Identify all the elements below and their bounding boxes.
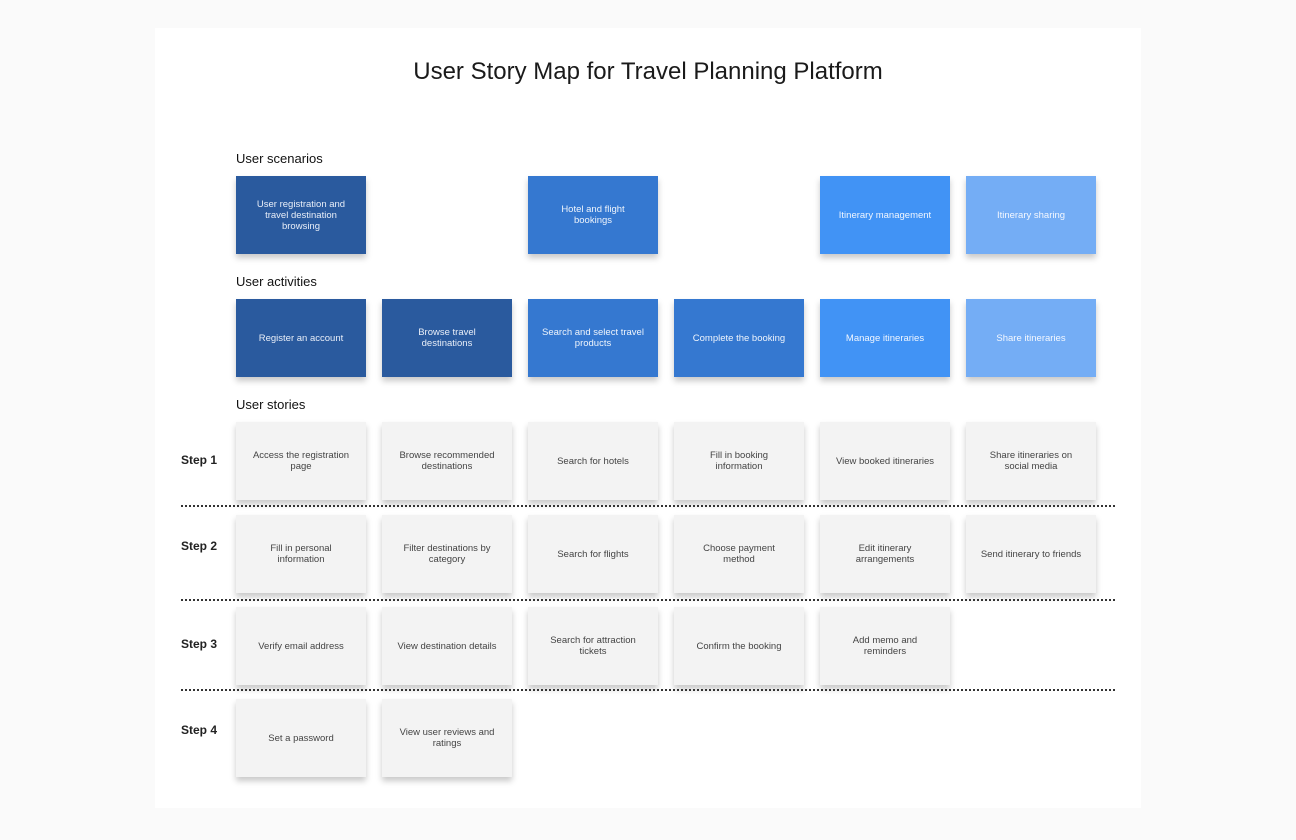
story-card[interactable]: Fill in booking information xyxy=(674,422,804,500)
story-card[interactable]: Browse recommended destinations xyxy=(382,422,512,500)
step-divider xyxy=(181,689,1115,691)
story-card[interactable]: Share itineraries on social media xyxy=(966,422,1096,500)
story-card[interactable]: Fill in personal information xyxy=(236,515,366,593)
activity-card[interactable]: Complete the booking xyxy=(674,299,804,377)
section-label-stories: User stories xyxy=(236,397,306,412)
scenario-card[interactable]: User registration and travel destination… xyxy=(236,176,366,254)
story-card[interactable]: Confirm the booking xyxy=(674,607,804,685)
step-divider xyxy=(181,599,1115,601)
scenario-card[interactable]: Itinerary management xyxy=(820,176,950,254)
section-label-scenarios: User scenarios xyxy=(236,151,323,166)
step-label: Step 1 xyxy=(181,453,218,467)
step-divider xyxy=(181,505,1115,507)
story-card[interactable]: Filter destinations by category xyxy=(382,515,512,593)
story-card[interactable]: Add memo and reminders xyxy=(820,607,950,685)
section-label-activities: User activities xyxy=(236,274,317,289)
story-card[interactable]: Set a password xyxy=(236,699,366,777)
activity-card[interactable]: Search and select travel products xyxy=(528,299,658,377)
story-card[interactable]: Choose payment method xyxy=(674,515,804,593)
story-card[interactable]: View booked itineraries xyxy=(820,422,950,500)
scenario-card[interactable]: Hotel and flight bookings xyxy=(528,176,658,254)
step-label: Step 4 xyxy=(181,723,218,737)
activity-card[interactable]: Browse travel destinations xyxy=(382,299,512,377)
step-label: Step 2 xyxy=(181,539,218,553)
activity-card[interactable]: Share itineraries xyxy=(966,299,1096,377)
story-map-canvas xyxy=(155,28,1141,808)
story-card[interactable]: Send itinerary to friends xyxy=(966,515,1096,593)
story-card[interactable]: Edit itinerary arrangements xyxy=(820,515,950,593)
page-title: User Story Map for Travel Planning Platf… xyxy=(413,58,883,85)
story-card[interactable]: Search for hotels xyxy=(528,422,658,500)
activity-card[interactable]: Register an account xyxy=(236,299,366,377)
story-card[interactable]: View destination details xyxy=(382,607,512,685)
story-card[interactable]: Access the registration page xyxy=(236,422,366,500)
story-card[interactable]: Search for attraction tickets xyxy=(528,607,658,685)
story-card[interactable]: Verify email address xyxy=(236,607,366,685)
story-card[interactable]: Search for flights xyxy=(528,515,658,593)
story-card[interactable]: View user reviews and ratings xyxy=(382,699,512,777)
activity-card[interactable]: Manage itineraries xyxy=(820,299,950,377)
step-label: Step 3 xyxy=(181,637,218,651)
scenario-card[interactable]: Itinerary sharing xyxy=(966,176,1096,254)
